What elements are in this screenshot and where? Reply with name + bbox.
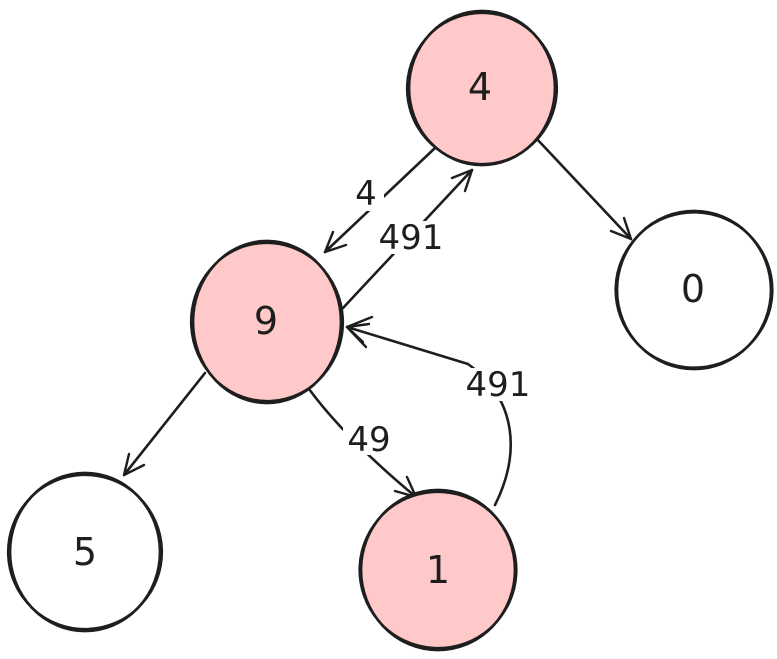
edge-1-to-9[interactable]: 491 bbox=[345, 315, 532, 507]
edge-9-to-5-arrowhead-icon bbox=[122, 452, 146, 477]
edge-4-to-0-line[interactable] bbox=[534, 136, 633, 241]
edge-4-to-0[interactable] bbox=[534, 136, 633, 241]
edge-9-to-5-line[interactable] bbox=[122, 371, 207, 477]
edge-9-to-1-label: 49 bbox=[347, 420, 390, 460]
edge-1-to-9-label: 491 bbox=[466, 365, 531, 405]
edge-9-to-4-label: 491 bbox=[379, 218, 444, 258]
node-9-label: 9 bbox=[254, 299, 278, 343]
node-1-label: 1 bbox=[426, 548, 450, 592]
edge-4-to-9-label: 4 bbox=[355, 174, 377, 214]
edge-9-to-5[interactable] bbox=[122, 371, 207, 477]
node-5-label: 5 bbox=[73, 530, 97, 574]
node-9-circle[interactable] bbox=[191, 239, 343, 405]
node-4-circle-sketch bbox=[405, 11, 559, 166]
node-0[interactable]: 0 bbox=[613, 209, 775, 371]
edge-1-to-9-label-mask bbox=[465, 368, 532, 401]
node-4[interactable]: 4 bbox=[403, 9, 561, 168]
node-0-circle-sketch bbox=[614, 211, 774, 369]
edge-9-to-1-label-mask bbox=[343, 422, 395, 455]
node-1-circle[interactable] bbox=[359, 488, 517, 652]
edge-9-to-1[interactable]: 49 bbox=[307, 387, 418, 499]
node-4-label: 4 bbox=[468, 65, 492, 109]
edge-9-to-4-arrowhead-icon bbox=[450, 168, 474, 193]
edge-1-to-9-line[interactable] bbox=[345, 325, 512, 507]
node-9[interactable]: 9 bbox=[187, 239, 347, 405]
node-5-circle-sketch bbox=[6, 473, 164, 631]
node-9-circle-sketch bbox=[189, 241, 345, 403]
edge-1-to-9-arrowhead-sketch-icon bbox=[345, 315, 374, 349]
node-1[interactable]: 1 bbox=[356, 488, 521, 652]
node-5[interactable]: 5 bbox=[5, 471, 164, 633]
edge-9-to-4-label-mask bbox=[378, 221, 445, 254]
edge-9-to-4[interactable]: 491 bbox=[341, 168, 474, 310]
edge-4-to-9-arrowhead-icon bbox=[323, 230, 348, 254]
edge-4-to-9[interactable]: 4 bbox=[323, 146, 437, 254]
edge-4-to-0-arrowhead-icon bbox=[609, 216, 633, 241]
edge-4-to-9-label-mask bbox=[348, 175, 384, 211]
node-0-circle[interactable] bbox=[615, 209, 773, 371]
node-0-label: 0 bbox=[681, 267, 705, 311]
node-5-circle[interactable] bbox=[8, 471, 162, 633]
node-1-circle-sketch bbox=[358, 490, 518, 650]
